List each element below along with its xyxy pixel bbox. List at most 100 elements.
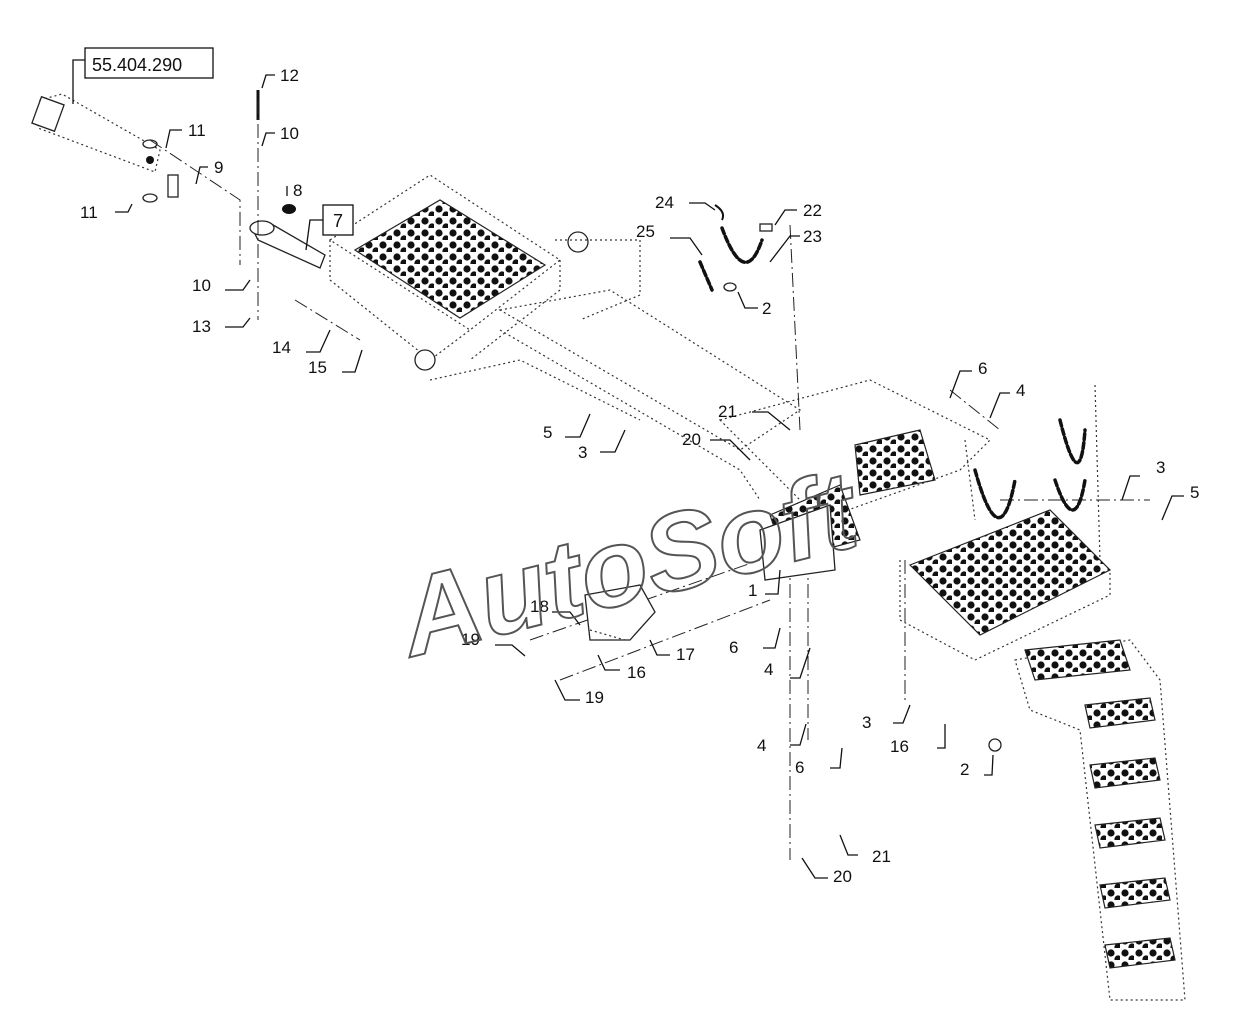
nut-part [282,204,296,214]
callout-label: 22 [803,201,822,220]
rear-platform [328,174,641,371]
cap-part [723,282,737,292]
front-platform [718,379,1112,661]
callout-6: 6 [949,359,987,399]
callout-label: 6 [978,359,987,378]
callout-label: 3 [862,713,871,732]
callout-16: 16 [597,654,646,682]
callout-10: 10 [192,276,251,295]
callout-label: 4 [764,660,773,679]
callout-label: 12 [280,66,299,85]
callout-label: 20 [682,430,701,449]
assembly-drawing [31,90,1186,1001]
callout-2: 2 [737,291,771,318]
callout-15: 15 [308,349,363,377]
callout-label: 16 [627,663,646,682]
callout-label: 14 [272,338,291,357]
hose-part [698,260,714,292]
callout-label: 21 [718,402,737,421]
callout-label: 11 [80,203,98,222]
callout-label: 15 [308,358,327,377]
centre-lines [149,100,1150,860]
reference-callout: 55.404.290 [72,47,214,104]
callout-3: 3 [578,429,626,462]
callout-label: 19 [461,630,480,649]
reference-number: 55.404.290 [92,55,182,75]
callout-4: 4 [757,723,807,755]
callout-18: 18 [530,597,581,626]
clip-part [714,204,725,221]
callout-23: 23 [769,227,822,263]
callout-label: 4 [757,736,766,755]
callout-label: 11 [188,121,206,140]
callout-5: 5 [543,413,591,442]
hose-part [720,226,764,264]
washer-part [142,193,158,203]
callout-3: 3 [1121,458,1165,501]
callout-4: 4 [764,647,811,679]
callouts: 12 10 11 9 11 8 10 13 14 15 24 22 25 23 … [80,66,1199,886]
callout-label: 10 [192,276,211,295]
callout-3: 3 [862,704,911,732]
callout-16: 16 [890,724,946,756]
callout-11: 11 [80,203,133,222]
link-bar-part [249,220,326,269]
callout-label: 2 [762,299,771,318]
callout-21: 21 [718,402,791,431]
callout-19: 19 [461,630,526,657]
callout-2: 2 [960,754,994,779]
callout-label: 8 [293,181,302,200]
callout-label: 10 [280,124,299,143]
callout-6: 6 [795,747,843,777]
callout-label: 1 [748,581,757,600]
callout-13: 13 [192,317,251,336]
callout-label: 16 [890,737,909,756]
pin-part [167,174,179,198]
callout-label: 9 [214,158,223,177]
callout-4: 4 [989,381,1025,419]
callout-1: 1 [748,569,781,600]
callout-label: 19 [585,688,604,707]
callout-6: 6 [729,627,781,657]
fitting-part [759,223,773,232]
callout-label: 4 [1016,381,1025,400]
callout-19: 19 [554,679,604,707]
callout-8: 8 [286,181,302,200]
callout-21: 21 [839,834,891,866]
callout-17: 17 [649,639,695,664]
callout-20: 20 [682,430,751,461]
callout-25: 25 [636,222,703,256]
watermark: AutoSoft [385,447,872,680]
callout-label: 6 [795,758,804,777]
callout-20: 20 [801,857,852,886]
callout-14: 14 [272,329,331,357]
callout-label: 3 [1156,458,1165,477]
callout-24: 24 [655,193,716,212]
cylinder-part [31,93,161,173]
callout-label: 5 [543,423,552,442]
callout-label: 17 [676,645,695,664]
boxed-callout-7: 7 [305,204,354,251]
callout-label: 6 [729,638,738,657]
callout-label: 24 [655,193,674,212]
callout-label: 3 [578,443,587,462]
callout-11: 11 [165,121,206,149]
callout-label: 25 [636,222,655,241]
callout-22: 22 [774,201,822,226]
callout-number-7: 7 [333,211,343,231]
bracket-part [584,584,656,641]
callout-12: 12 [261,66,299,89]
callout-10: 10 [261,124,299,147]
callout-label: 23 [803,227,822,246]
ladder [1014,639,1186,1001]
callout-label: 5 [1190,483,1199,502]
callout-label: 20 [833,867,852,886]
callout-label: 21 [872,847,891,866]
callout-label: 13 [192,317,211,336]
callout-5: 5 [1161,483,1199,521]
callout-9: 9 [195,158,223,185]
cap-part [988,738,1002,752]
callout-label: 2 [960,760,969,779]
callout-label: 18 [530,597,549,616]
